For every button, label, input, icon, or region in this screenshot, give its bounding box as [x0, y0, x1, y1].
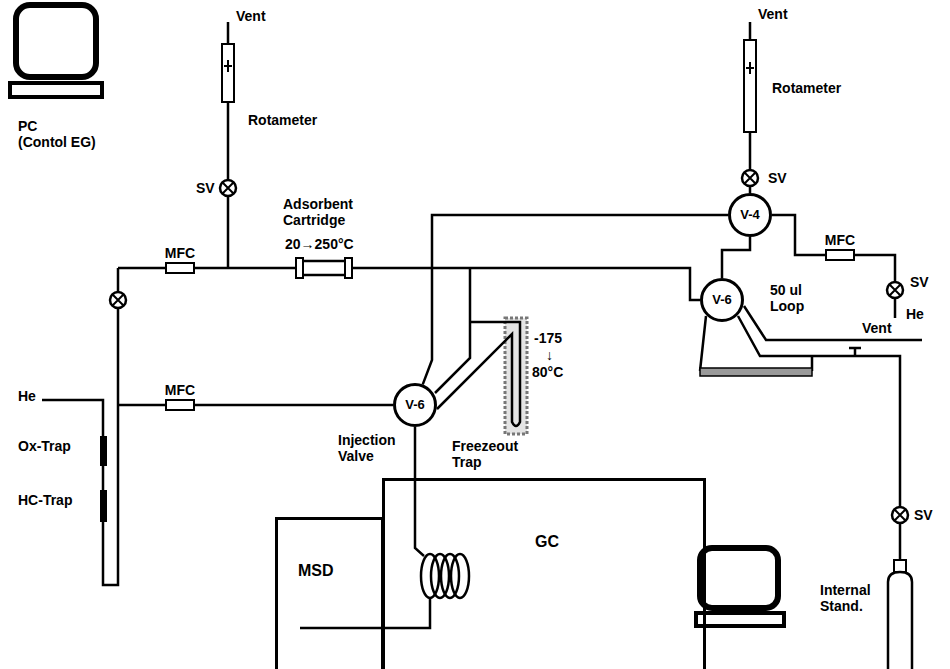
instrument-box: GC	[382, 478, 706, 669]
valve-circle: V-6	[393, 383, 437, 427]
computer-monitor-part	[696, 613, 784, 626]
helium-supply-line-part	[42, 268, 165, 585]
shutoff-valve-part	[889, 284, 900, 295]
shutoff-valve-part	[887, 282, 903, 298]
helium-supply-line	[42, 268, 165, 585]
adsorbent-cartridge-part	[296, 258, 303, 278]
part-label: HC-Trap	[18, 492, 72, 508]
node-label: GC	[535, 533, 559, 551]
shutoff-valve-part	[744, 172, 755, 183]
helium-supply-line-part	[100, 436, 107, 466]
part-label: (Contol EG)	[18, 134, 96, 150]
shutoff-valve-part	[892, 507, 908, 523]
node-label: V-6	[712, 292, 732, 308]
vent-line-part	[744, 40, 756, 132]
gas-line	[772, 215, 825, 255]
sample-loop-part	[700, 368, 812, 376]
shutoff-valve-part	[220, 180, 236, 196]
adsorbent-cartridge	[296, 258, 352, 278]
part-label: Freezeout Trap	[452, 438, 518, 470]
vent-line-part	[746, 62, 754, 74]
shutoff-valve-part	[894, 509, 905, 520]
gas-cylinder-part	[888, 572, 912, 669]
mass-flow-controller: MFC	[165, 262, 195, 274]
part-label: 80°C	[532, 364, 563, 380]
node-label: MFC	[165, 382, 195, 398]
computer-monitor-part	[16, 5, 96, 77]
shutoff-valve-part	[222, 182, 233, 193]
part-label: Vent	[236, 8, 266, 24]
part-label: -175	[534, 330, 562, 346]
part-label: Internal Stand.	[820, 582, 871, 614]
part-label: Adsorbent Cartridge	[283, 196, 353, 228]
adsorbent-cartridge-part	[345, 258, 352, 278]
vent-line	[222, 22, 234, 268]
adsorbent-cartridge-part	[302, 261, 346, 275]
part-label: 50 ul Loop	[770, 282, 818, 314]
gc-column-part	[451, 554, 469, 598]
valve-circle: V-6	[700, 278, 744, 322]
computer-monitor-part	[10, 83, 102, 97]
vent-line	[744, 22, 756, 193]
computer-monitor-part	[700, 548, 778, 608]
shutoff-valve	[892, 507, 908, 523]
part-label: Ox-Trap	[18, 438, 71, 454]
instrument-box: MSD	[275, 517, 384, 669]
freezeout-trap-part	[505, 318, 527, 434]
part-label: Injection Valve	[338, 432, 396, 464]
shutoff-valve	[742, 170, 758, 186]
gas-line	[722, 237, 750, 278]
part-label: Vent	[862, 320, 892, 336]
part-label: Rotameter	[772, 80, 841, 96]
gc-column-part	[300, 478, 430, 628]
node-label: V-6	[405, 397, 425, 413]
valve-circle: V-4	[728, 193, 772, 237]
shutoff-valve	[220, 180, 236, 196]
part-label: Rotameter	[248, 112, 317, 128]
vent-line-part	[224, 60, 232, 72]
part-label: ↓	[546, 347, 553, 363]
shutoff-valve	[887, 282, 903, 298]
mass-flow-controller: MFC	[165, 399, 195, 411]
gas-cylinder-part	[894, 560, 906, 572]
vent-line-part	[222, 44, 234, 102]
gas-line	[414, 427, 417, 478]
part-label: SV	[914, 507, 933, 523]
shutoff-valve-part	[112, 294, 123, 305]
node-label: MFC	[165, 245, 195, 261]
internal-standard-line	[738, 316, 900, 560]
computer-monitor	[10, 5, 102, 97]
part-label: SV	[910, 274, 929, 290]
freezeout-trap	[435, 268, 527, 434]
part-label: SV	[768, 170, 787, 186]
shutoff-valve-part	[742, 170, 758, 186]
freezeout-trap-part	[435, 268, 520, 426]
mass-flow-controller: MFC	[825, 249, 855, 261]
shutoff-valve-part	[110, 292, 126, 308]
gas-cylinder	[888, 560, 912, 669]
internal-standard-line-part	[738, 316, 900, 560]
part-label: He	[906, 306, 924, 322]
part-label: He	[18, 388, 36, 404]
gas-line	[195, 404, 393, 407]
part-label: Vent	[758, 6, 788, 22]
node-label: V-4	[740, 207, 760, 223]
shutoff-valve	[110, 292, 126, 308]
computer-monitor	[696, 548, 784, 626]
part-label: 20→250°C	[285, 236, 354, 252]
gas-line	[195, 268, 700, 300]
helium-supply-line-part	[100, 490, 107, 522]
node-label: MFC	[825, 232, 855, 248]
part-label: PC	[18, 118, 37, 134]
part-label: SV	[196, 180, 215, 196]
node-label: MSD	[298, 562, 334, 580]
